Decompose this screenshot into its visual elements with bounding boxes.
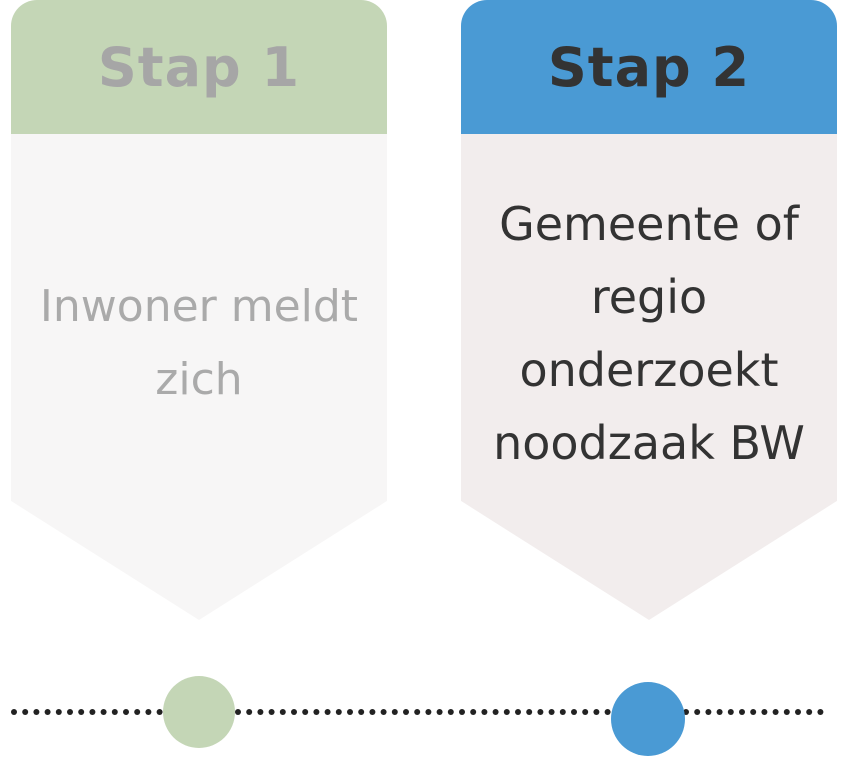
timeline-dot	[44, 709, 51, 715]
step-2-card: Stap 2 Gemeente of regio onderzoekt nood…	[461, 0, 837, 620]
timeline-dot	[727, 709, 734, 715]
timeline-dot	[503, 709, 510, 715]
timeline-dot	[145, 709, 152, 715]
timeline-dot	[369, 709, 376, 715]
timeline-dot	[705, 709, 712, 715]
step-2-header: Stap 2	[461, 0, 837, 134]
timeline-dot	[761, 709, 768, 715]
timeline-dot	[268, 709, 275, 715]
timeline-dot	[783, 709, 790, 715]
timeline-dot	[403, 709, 409, 715]
timeline	[11, 676, 824, 756]
step-2-title: Stap 2	[547, 35, 751, 99]
timeline-dot	[582, 709, 589, 715]
timeline-dot	[111, 709, 118, 715]
timeline-dot	[515, 709, 521, 715]
timeline-dot	[156, 709, 163, 715]
timeline-dot	[750, 709, 757, 715]
timeline-dot	[67, 709, 73, 715]
timeline-dot	[436, 709, 443, 715]
step-2-marker	[611, 682, 685, 756]
timeline-dot	[806, 709, 813, 715]
step-1-title: Stap 1	[97, 35, 301, 99]
timeline-dot	[22, 709, 29, 715]
timeline-dot	[481, 709, 488, 715]
timeline-dot	[279, 709, 286, 715]
timeline-dot	[11, 709, 17, 715]
timeline-dot	[89, 709, 96, 715]
timeline-dot	[414, 709, 421, 715]
timeline-dot	[772, 709, 779, 715]
timeline-dot	[302, 709, 309, 715]
timeline-dot	[716, 709, 723, 715]
timeline-dot	[537, 709, 544, 715]
timeline-dot	[235, 709, 241, 715]
timeline-dot	[425, 709, 432, 715]
timeline-dot	[257, 709, 264, 715]
step-1-header: Stap 1	[11, 0, 387, 134]
step-2-description: Gemeente of regio onderzoekt noodzaak BW	[493, 197, 805, 470]
timeline-dot	[380, 709, 387, 715]
timeline-dot	[548, 709, 555, 715]
timeline-dot	[571, 709, 577, 715]
step-2-body: Gemeente of regio onderzoekt noodzaak BW	[461, 134, 837, 620]
timeline-dot	[492, 709, 499, 715]
timeline-dot	[123, 709, 129, 715]
timeline-dotted-line	[11, 709, 824, 715]
timeline-dot	[78, 709, 85, 715]
timeline-dot	[447, 709, 454, 715]
timeline-dot	[391, 709, 398, 715]
step-1-body: Inwoner meldt zich	[11, 134, 387, 620]
timeline-dot	[335, 709, 342, 715]
timeline-dot	[358, 709, 365, 715]
step-1-marker	[163, 676, 235, 748]
timeline-dot	[347, 709, 353, 715]
timeline-dot	[55, 709, 62, 715]
timeline-dot	[134, 709, 141, 715]
timeline-dot	[694, 709, 701, 715]
timeline-dot	[739, 709, 745, 715]
timeline-dot	[817, 709, 824, 715]
timeline-dot	[604, 709, 611, 715]
timeline-dot	[795, 709, 801, 715]
timeline-dot	[559, 709, 566, 715]
timeline-dot	[470, 709, 477, 715]
timeline-dot	[593, 709, 600, 715]
step-1-card: Stap 1 Inwoner meldt zich	[11, 0, 387, 620]
step-1-description: Inwoner meldt zich	[39, 281, 359, 405]
timeline-dot	[324, 709, 331, 715]
timeline-dot	[526, 709, 533, 715]
timeline-dot	[459, 709, 465, 715]
timeline-dot	[291, 709, 297, 715]
timeline-dot	[313, 709, 320, 715]
timeline-dot	[246, 709, 253, 715]
timeline-dot	[100, 709, 107, 715]
timeline-dot	[33, 709, 40, 715]
